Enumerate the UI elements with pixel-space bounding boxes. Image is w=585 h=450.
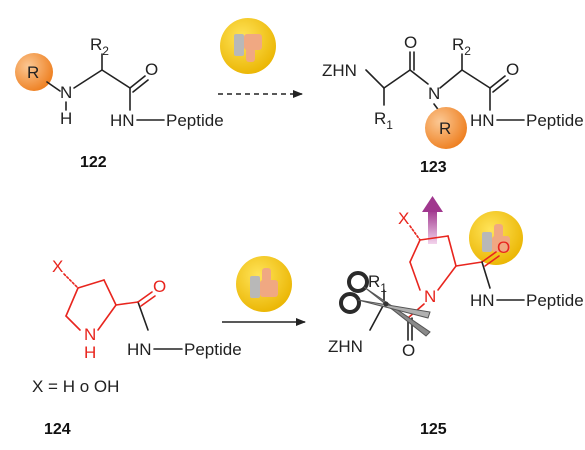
peptide-label: Peptide	[166, 111, 224, 130]
o-label: O	[153, 277, 166, 296]
o-label: O	[145, 60, 158, 79]
zhn-label: ZHN	[322, 61, 357, 80]
n-label: N	[84, 325, 96, 344]
compound-122: R N H R2 O HN Peptide 122	[15, 35, 224, 171]
hn-label: HN	[127, 340, 152, 359]
compound-125: X N O HN Peptide O R1 ZHN 125	[328, 209, 584, 438]
thumbs-up-icon	[250, 268, 278, 298]
thumbs-down-badge	[220, 18, 276, 74]
compound-number: 122	[80, 154, 107, 171]
o-red-label: O	[497, 238, 510, 257]
peptide-label: Peptide	[184, 340, 242, 359]
n-label: N	[428, 84, 440, 103]
peptide-label: Peptide	[526, 291, 584, 310]
scissors-icon	[339, 271, 431, 337]
up-arrow-icon	[422, 196, 443, 244]
thumbs-up-badge-bottom	[236, 256, 292, 312]
compound-123: ZHN R1 O N R2 O HN Peptide R 123	[322, 33, 584, 176]
o1-label: O	[404, 33, 417, 52]
x-label: X	[52, 257, 63, 276]
hn-label: HN	[110, 111, 135, 130]
orange-substituent-circle	[15, 53, 53, 91]
thumbs-up-badge-right	[469, 211, 523, 265]
compound-number: 123	[420, 159, 447, 176]
thumbs-down-icon	[234, 34, 262, 62]
r2-label: R2	[452, 35, 471, 58]
hn-label: HN	[470, 111, 495, 130]
o2-label: O	[506, 60, 519, 79]
thumbs-up-icon	[482, 224, 510, 252]
n-label: N	[424, 287, 436, 306]
r-label: R	[439, 119, 451, 138]
orange-substituent-circle	[425, 107, 467, 149]
compound-number: 125	[420, 421, 447, 438]
r2-label: R2	[90, 35, 109, 58]
h-label: H	[60, 109, 72, 128]
x-definition: X = H o OH	[32, 377, 119, 396]
x-label: X	[398, 209, 409, 228]
r1-label: R1	[368, 272, 387, 295]
zhn-label: ZHN	[328, 337, 363, 356]
peptide-label: Peptide	[526, 111, 584, 130]
hn-label: HN	[470, 291, 495, 310]
compound-number: 124	[44, 421, 71, 438]
compound-124: X N H O HN Peptide X = H o OH 124	[32, 257, 242, 438]
r1-label: R1	[374, 109, 393, 132]
h-label: H	[84, 343, 96, 362]
o-black-label: O	[402, 341, 415, 360]
n-label: N	[60, 83, 72, 102]
r-label: R	[27, 63, 39, 82]
